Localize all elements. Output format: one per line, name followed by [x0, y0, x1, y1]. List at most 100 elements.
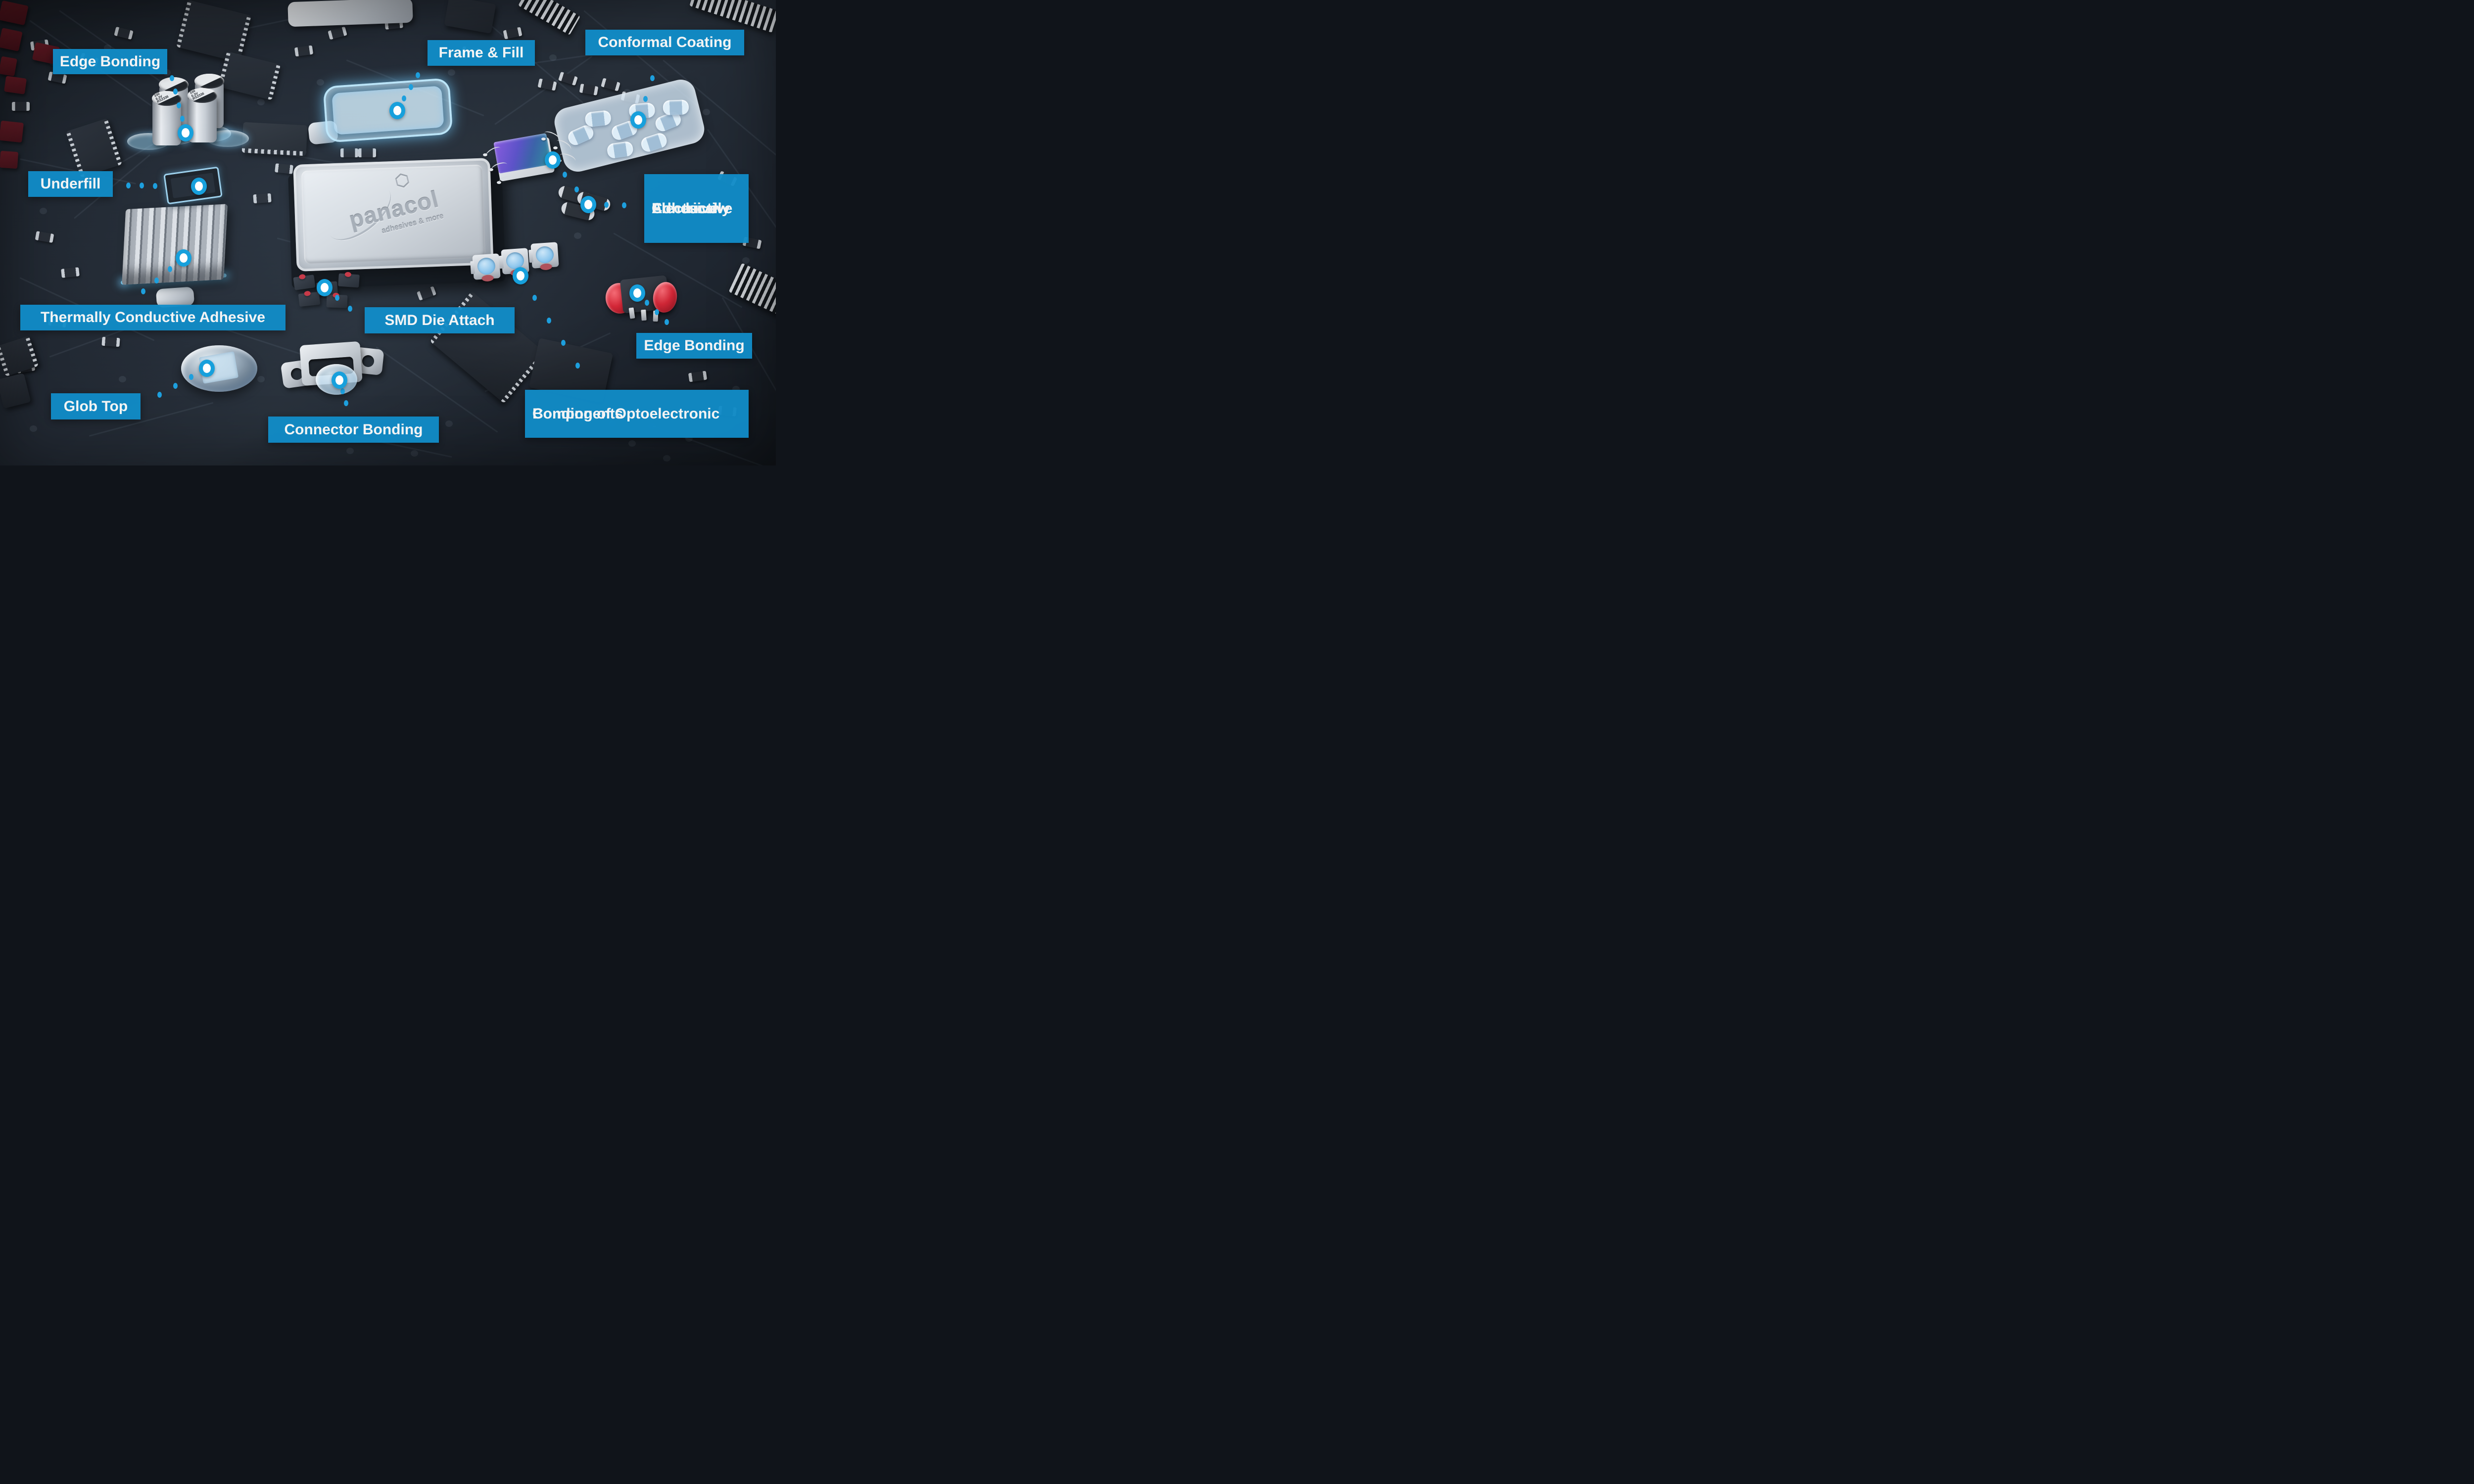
- dark-red-component: [0, 56, 17, 77]
- connector-hole-right: [361, 354, 375, 368]
- pcb-pad: [742, 257, 750, 264]
- label-connector-bonding: Connector Bonding: [268, 417, 439, 443]
- smd-resistor: [358, 148, 376, 157]
- label-line: Components: [532, 405, 623, 422]
- smd-resistor: [537, 78, 557, 91]
- leader-dot: [170, 75, 175, 81]
- label-underfill: Underfill: [28, 171, 113, 197]
- leader-dot: [650, 75, 655, 81]
- smd-die-attach-chip: [338, 272, 360, 288]
- marker-thermally-conductive-marker: [176, 249, 191, 267]
- label-text: SMD Die Attach: [384, 312, 495, 328]
- dark-red-component: [0, 28, 23, 51]
- label-smd-die-attach: SMD Die Attach: [365, 307, 515, 333]
- dark-red-component: [3, 76, 27, 94]
- smd-resistor: [114, 26, 134, 40]
- marker-electrically-conductive-die-marker: [545, 151, 561, 169]
- coated-component-bump: [584, 110, 612, 128]
- label-text: Edge Bonding: [644, 337, 745, 354]
- ic-component: [728, 263, 776, 319]
- wire-bond-pad: [483, 153, 487, 156]
- leader-dot: [168, 266, 173, 272]
- smd-resistor: [61, 267, 80, 278]
- leader-dot: [402, 95, 407, 102]
- led-pin: [470, 261, 475, 275]
- leader-dot: [622, 202, 627, 208]
- leader-dot: [347, 305, 352, 312]
- label-text: Connector Bonding: [284, 421, 423, 438]
- ic-component: [241, 122, 308, 156]
- wire-bond-pad: [553, 146, 558, 149]
- pcb-pad: [549, 54, 557, 61]
- label-thermally-conductive-adhesive: Thermally Conductive Adhesive: [20, 305, 285, 330]
- dark-red-component: [0, 150, 19, 169]
- marker-edge-bonding-left-marker: [178, 124, 193, 141]
- leader-dot: [343, 400, 348, 406]
- smd-resistor: [579, 84, 599, 95]
- label-frame-fill: Frame & Fill: [428, 40, 535, 66]
- leader-dot: [547, 317, 552, 324]
- pcb-pad: [40, 208, 47, 214]
- leader-dot: [154, 277, 159, 283]
- marker-frame-fill-marker: [389, 101, 405, 119]
- pcb-pad: [411, 450, 418, 457]
- wire-bond-pad: [489, 168, 493, 171]
- leader-dot: [340, 388, 345, 395]
- capacitor-top: [194, 74, 224, 89]
- smd-resistor: [328, 26, 347, 40]
- pcb-pad: [448, 69, 455, 76]
- ic-leg: [641, 309, 647, 321]
- ic-component: [689, 0, 776, 33]
- led-pin: [499, 255, 504, 269]
- cpu-chip: ⬡ panacol adhesives & more: [293, 158, 494, 272]
- coated-component-bump: [566, 123, 596, 147]
- smd-resistor: [12, 102, 30, 111]
- label-glob-top: Glob Top: [51, 393, 141, 419]
- marker-optoelectronic-marker: [513, 267, 528, 284]
- pcb-pad: [574, 232, 581, 239]
- leader-dot: [575, 362, 580, 369]
- pcb-pad: [346, 448, 354, 454]
- leader-dot: [173, 383, 178, 389]
- coated-component-bump: [606, 140, 634, 159]
- label-text: Frame & Fill: [438, 45, 524, 61]
- leader-dot: [126, 182, 131, 188]
- smd-resistor: [417, 286, 436, 301]
- label-line: Bonding of Optoelectronic: [532, 405, 720, 422]
- pcb-pad: [628, 440, 636, 447]
- label-line: Electrically: [652, 200, 730, 217]
- label-line: Adhesive: [652, 200, 718, 217]
- capacitor-top: 330 6.3V RS2336: [188, 88, 217, 103]
- smd-resistor: [35, 231, 54, 243]
- leader-dot: [157, 392, 162, 398]
- label-text: Conformal Coating: [598, 34, 732, 50]
- leader-dot: [415, 72, 420, 78]
- smd-resistor: [294, 45, 314, 57]
- leader-dot: [532, 295, 537, 301]
- pcb-annotated-scene: ⬡ panacol adhesives & more 330 6.3V RS23…: [0, 0, 776, 465]
- pcb-pad: [30, 425, 37, 432]
- smd-resistor: [503, 27, 523, 40]
- coated-component-bump: [663, 99, 689, 116]
- smd-led: [470, 253, 501, 282]
- leader-dot: [180, 116, 185, 122]
- led-lens: [535, 245, 555, 264]
- label-line: Conductive: [652, 200, 733, 217]
- label-text: Glob Top: [63, 398, 128, 415]
- capacitor-print-text: 330 6.3V RS2336: [153, 92, 170, 104]
- leader-dot: [409, 84, 413, 90]
- leader-dot: [561, 340, 566, 346]
- led-lens: [476, 257, 496, 276]
- leader-dot: [643, 96, 648, 102]
- marker-smd-die-attach-marker: [317, 278, 333, 296]
- coated-component-bump: [639, 131, 669, 154]
- wire-bond-pad: [497, 181, 501, 184]
- dark-red-component: [0, 0, 29, 26]
- smd-resistor: [688, 371, 708, 382]
- smd-resistor: [601, 78, 620, 92]
- ic-component: [0, 373, 31, 409]
- label-edge-bonding-right: Edge Bonding: [636, 333, 752, 359]
- label-edge-bonding-left: Edge Bonding: [53, 49, 167, 74]
- ic-component: [287, 0, 413, 27]
